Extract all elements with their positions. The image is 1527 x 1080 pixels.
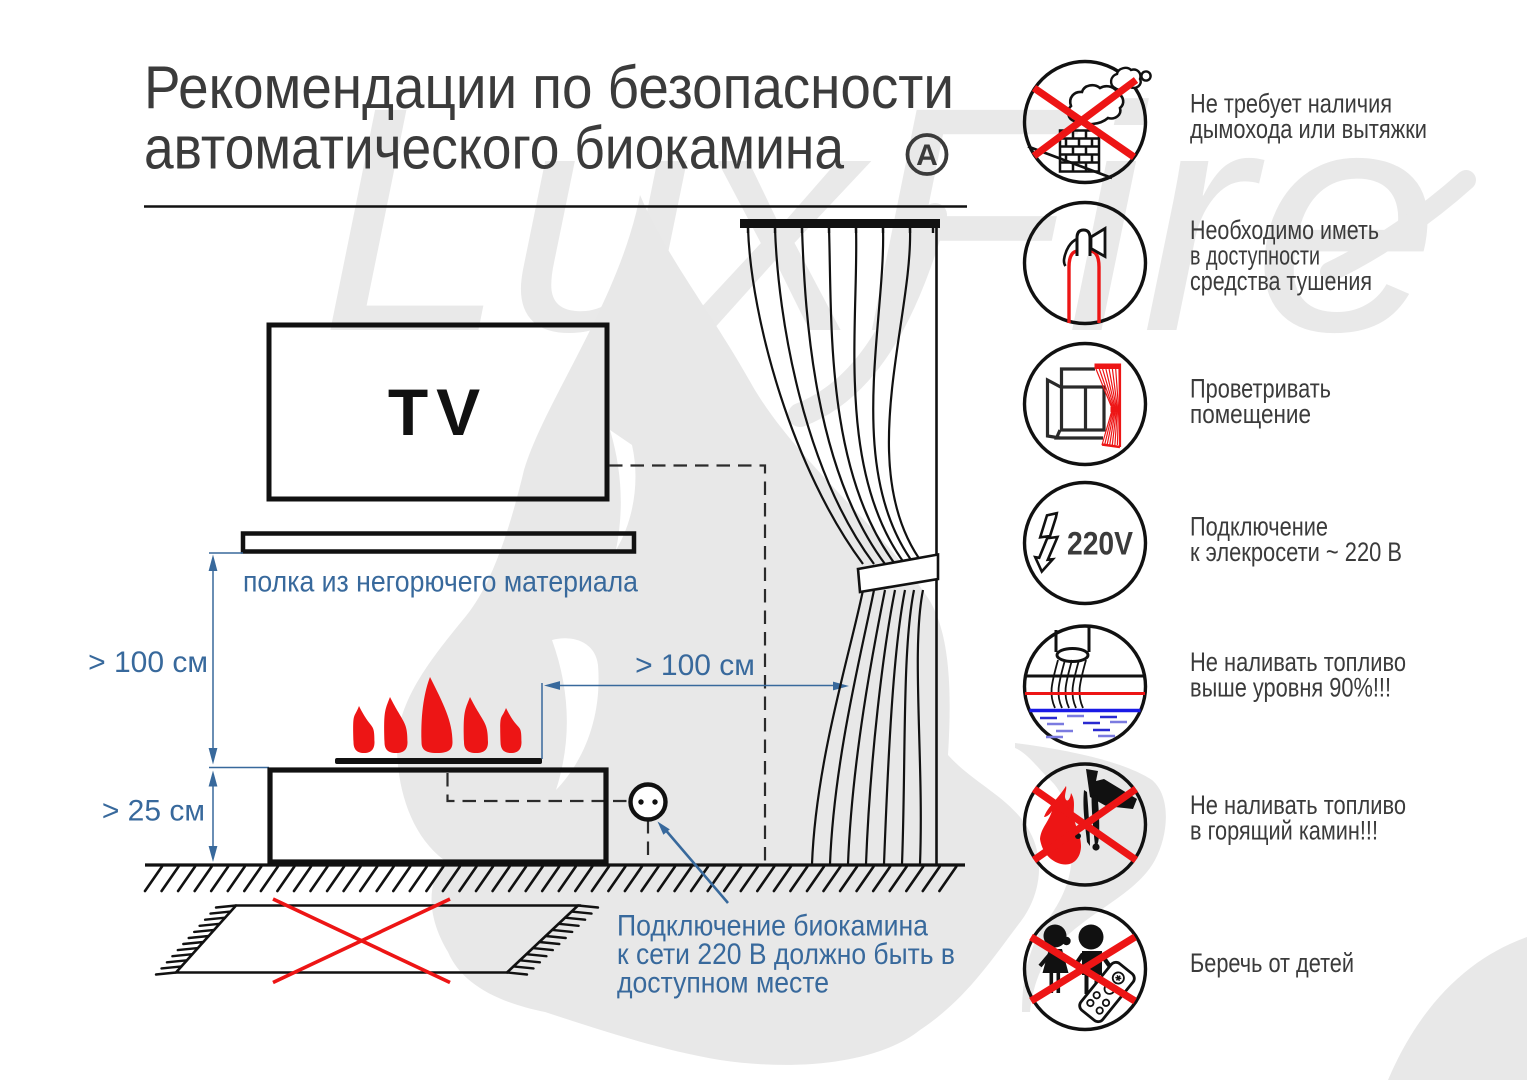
svg-text:Беречь от детей: Беречь от детей — [1190, 948, 1354, 978]
svg-text:220V: 220V — [1067, 526, 1134, 562]
svg-text:к элекросети ~ 220 В: к элекросети ~ 220 В — [1190, 537, 1402, 567]
svg-text:TV: TV — [388, 375, 488, 449]
svg-text:Не наливать топливо: Не наливать топливо — [1190, 647, 1406, 677]
svg-text:Проветривать: Проветривать — [1190, 374, 1331, 404]
svg-text:Подключение биокамина: Подключение биокамина — [617, 910, 928, 943]
svg-text:полка из негорючего материала: полка из негорючего материала — [243, 566, 638, 599]
svg-text:дымохода или вытяжки: дымохода или вытяжки — [1190, 114, 1427, 144]
svg-text:Подключение: Подключение — [1190, 512, 1328, 542]
svg-text:> 100 см: > 100 см — [88, 646, 208, 679]
svg-text:A: A — [916, 139, 938, 172]
svg-text:помещение: помещение — [1190, 399, 1311, 429]
svg-text:> 25 см: > 25 см — [102, 795, 205, 828]
svg-text:средства тушения: средства тушения — [1190, 266, 1372, 296]
svg-text:к сети 220 В должно быть в: к сети 220 В должно быть в — [617, 938, 955, 971]
svg-text:Не наливать топливо: Не наливать топливо — [1190, 790, 1406, 820]
svg-text:Рекомендации по безопасности: Рекомендации по безопасности — [144, 54, 954, 121]
svg-text:выше уровня 90%!!!: выше уровня 90%!!! — [1190, 673, 1391, 703]
svg-text:Необходимо иметь: Необходимо иметь — [1190, 215, 1379, 245]
svg-text:в горящий камин!!!: в горящий камин!!! — [1190, 816, 1378, 846]
svg-text:> 100 см: > 100 см — [635, 649, 755, 682]
svg-text:автоматического биокамина: автоматического биокамина — [144, 115, 845, 182]
svg-text:доступном месте: доступном месте — [617, 967, 829, 1000]
svg-text:в доступности: в доступности — [1190, 241, 1320, 271]
svg-text:Не требует наличия: Не требует наличия — [1190, 89, 1392, 119]
